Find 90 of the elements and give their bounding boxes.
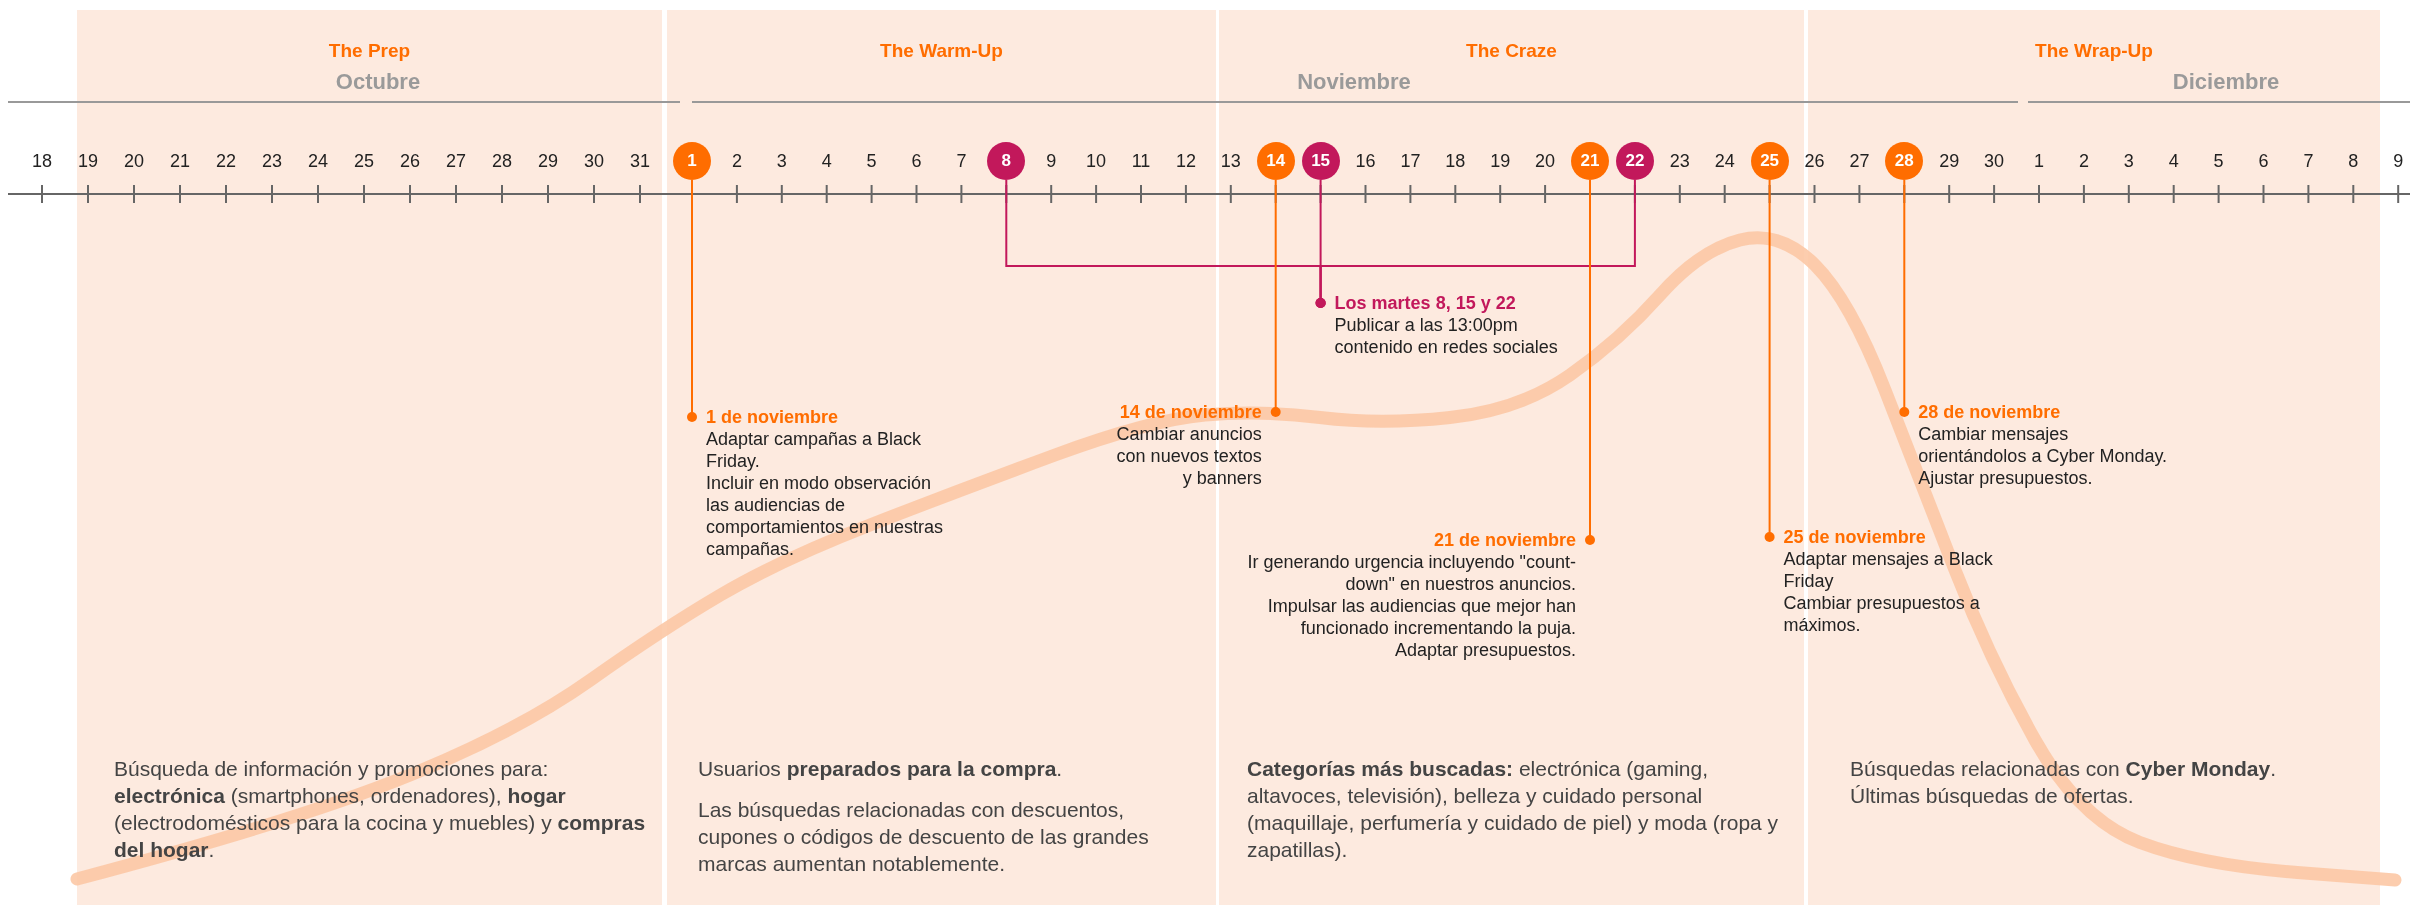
- date-marker: 28: [1885, 142, 1924, 180]
- day-number: 29: [538, 150, 558, 172]
- phase-title: The Warm-Up: [879, 40, 1004, 62]
- day-number: 18: [32, 150, 52, 172]
- leader-line: [1270, 179, 1281, 417]
- day-number: 30: [1984, 150, 2005, 172]
- date-heading: 14 de noviembre: [1118, 401, 1262, 423]
- action-note: Cambiar presupuestos a máximos.: [1783, 592, 1981, 636]
- action-note: Cambiar mensajes orientándolos a Cyber Monday.: [1918, 423, 2169, 467]
- leader-line: [1315, 179, 1636, 308]
- day-number: 9: [1046, 150, 1057, 172]
- phase-panel: [77, 10, 662, 905]
- month-label: Noviembre: [1297, 69, 1411, 95]
- day-number: 5: [2213, 150, 2224, 172]
- date-marker: 14: [1256, 142, 1295, 180]
- day-number: 2: [2078, 150, 2089, 172]
- action-note: Impulsar las audiencias que mejor han funcionado incrementando la puja.: [1266, 595, 1576, 639]
- action-note: Adaptar mensajes a Black Friday: [1783, 548, 1994, 592]
- day-number: 30: [584, 150, 604, 172]
- day-number: 10: [1086, 150, 1107, 172]
- day-number: 6: [2258, 150, 2269, 172]
- day-number: 28: [492, 150, 512, 172]
- day-number: 20: [124, 150, 144, 172]
- day-number: 2: [731, 150, 742, 172]
- date-heading: 1 de noviembre: [706, 406, 840, 428]
- phase-title: The Prep: [327, 40, 412, 62]
- phase-description: Búsquedas relacionadas con Cyber Monday.: [1850, 756, 2278, 782]
- date-marker: 22: [1615, 142, 1654, 180]
- leader-line: [687, 179, 697, 422]
- leader-line: [1764, 179, 1775, 542]
- action-note: Cambiar anuncios con nuevos textos y banners: [1115, 423, 1262, 489]
- day-number: 3: [2123, 150, 2134, 172]
- day-number: 22: [216, 150, 236, 172]
- day-number: 29: [1939, 150, 1960, 172]
- day-number: 4: [821, 150, 832, 172]
- date-heading: 28 de noviembre: [1918, 401, 2062, 423]
- day-number: 8: [2348, 150, 2359, 172]
- month-label: Diciembre: [2172, 69, 2280, 95]
- action-note: Ajustar presupuestos.: [1918, 467, 2094, 489]
- phase-description: Búsqueda de información y promociones para: electrónica (smartphones, ordenadores), hogar (electrodomésticos para la cocina y muebles) y compras del hogar.: [114, 756, 647, 863]
- day-number: 7: [956, 150, 967, 172]
- month-label: Octubre: [335, 69, 421, 95]
- phase-title: The Craze: [1465, 40, 1558, 62]
- action-note: Adaptar campañas a Black Friday.: [706, 428, 923, 472]
- date-marker: 15: [1301, 142, 1340, 180]
- phase-description: Usuarios preparados para la compra.: [698, 756, 1064, 782]
- day-number: 27: [446, 150, 466, 172]
- day-number: 3: [776, 150, 787, 172]
- date-marker: 25: [1750, 142, 1789, 180]
- day-number: 31: [630, 150, 650, 172]
- day-number: 17: [1400, 150, 1421, 172]
- action-note: Adaptar presupuestos.: [1393, 639, 1576, 661]
- action-note: Publicar a las 13:00pm contenido en redes sociales: [1334, 314, 1559, 358]
- leader-line: [1899, 179, 1910, 417]
- day-number: 24: [1714, 150, 1735, 172]
- day-number: 11: [1131, 150, 1151, 172]
- phase-description: Categorías más buscadas: electrónica (gaming, altavoces, televisión), belleza y cuidado personal (maquillaje, perfumería y cuidado de piel) y moda (ropa y zapatillas).: [1247, 756, 1780, 863]
- day-number: 26: [1804, 150, 1825, 172]
- day-number: 1: [2034, 150, 2044, 172]
- day-number: 26: [400, 150, 420, 172]
- action-note: Ir generando urgencia incluyendo "count-down" en nuestros anuncios.: [1246, 551, 1576, 595]
- leader-line: [1585, 179, 1595, 545]
- phase-description: Últimas búsquedas de ofertas.: [1850, 783, 2135, 809]
- day-number: 4: [2168, 150, 2179, 172]
- day-number: 24: [308, 150, 328, 172]
- date-marker: 21: [1571, 142, 1609, 180]
- day-number: 21: [170, 150, 190, 172]
- date-marker: 1: [673, 142, 711, 180]
- day-number: 9: [2393, 150, 2404, 172]
- date-marker: 8: [987, 142, 1026, 180]
- day-number: 25: [354, 150, 374, 172]
- action-note: Incluir en modo observación las audiencias de comportamientos en nuestras campañas.: [706, 472, 945, 560]
- day-number: 18: [1445, 150, 1466, 172]
- phase-description: Las búsquedas relacionadas con descuentos, cupones o códigos de descuento de las grandes marcas aumentan notablemente.: [698, 797, 1150, 877]
- day-number: 19: [78, 150, 98, 172]
- date-heading: 21 de noviembre: [1432, 529, 1576, 551]
- phase-title: The Wrap-Up: [2034, 40, 2154, 62]
- day-number: 23: [262, 150, 282, 172]
- day-number: 12: [1175, 150, 1196, 172]
- day-number: 5: [866, 150, 877, 172]
- day-number: 19: [1490, 150, 1511, 172]
- date-heading: 25 de noviembre: [1783, 526, 1927, 548]
- day-number: 20: [1535, 150, 1556, 172]
- day-number: 6: [911, 150, 922, 172]
- day-number: 27: [1849, 150, 1870, 172]
- day-number: 16: [1355, 150, 1376, 172]
- day-number: 13: [1220, 150, 1241, 172]
- date-heading: Los martes 8, 15 y 22: [1334, 292, 1517, 314]
- day-number: 7: [2303, 150, 2314, 172]
- day-number: 23: [1669, 150, 1690, 172]
